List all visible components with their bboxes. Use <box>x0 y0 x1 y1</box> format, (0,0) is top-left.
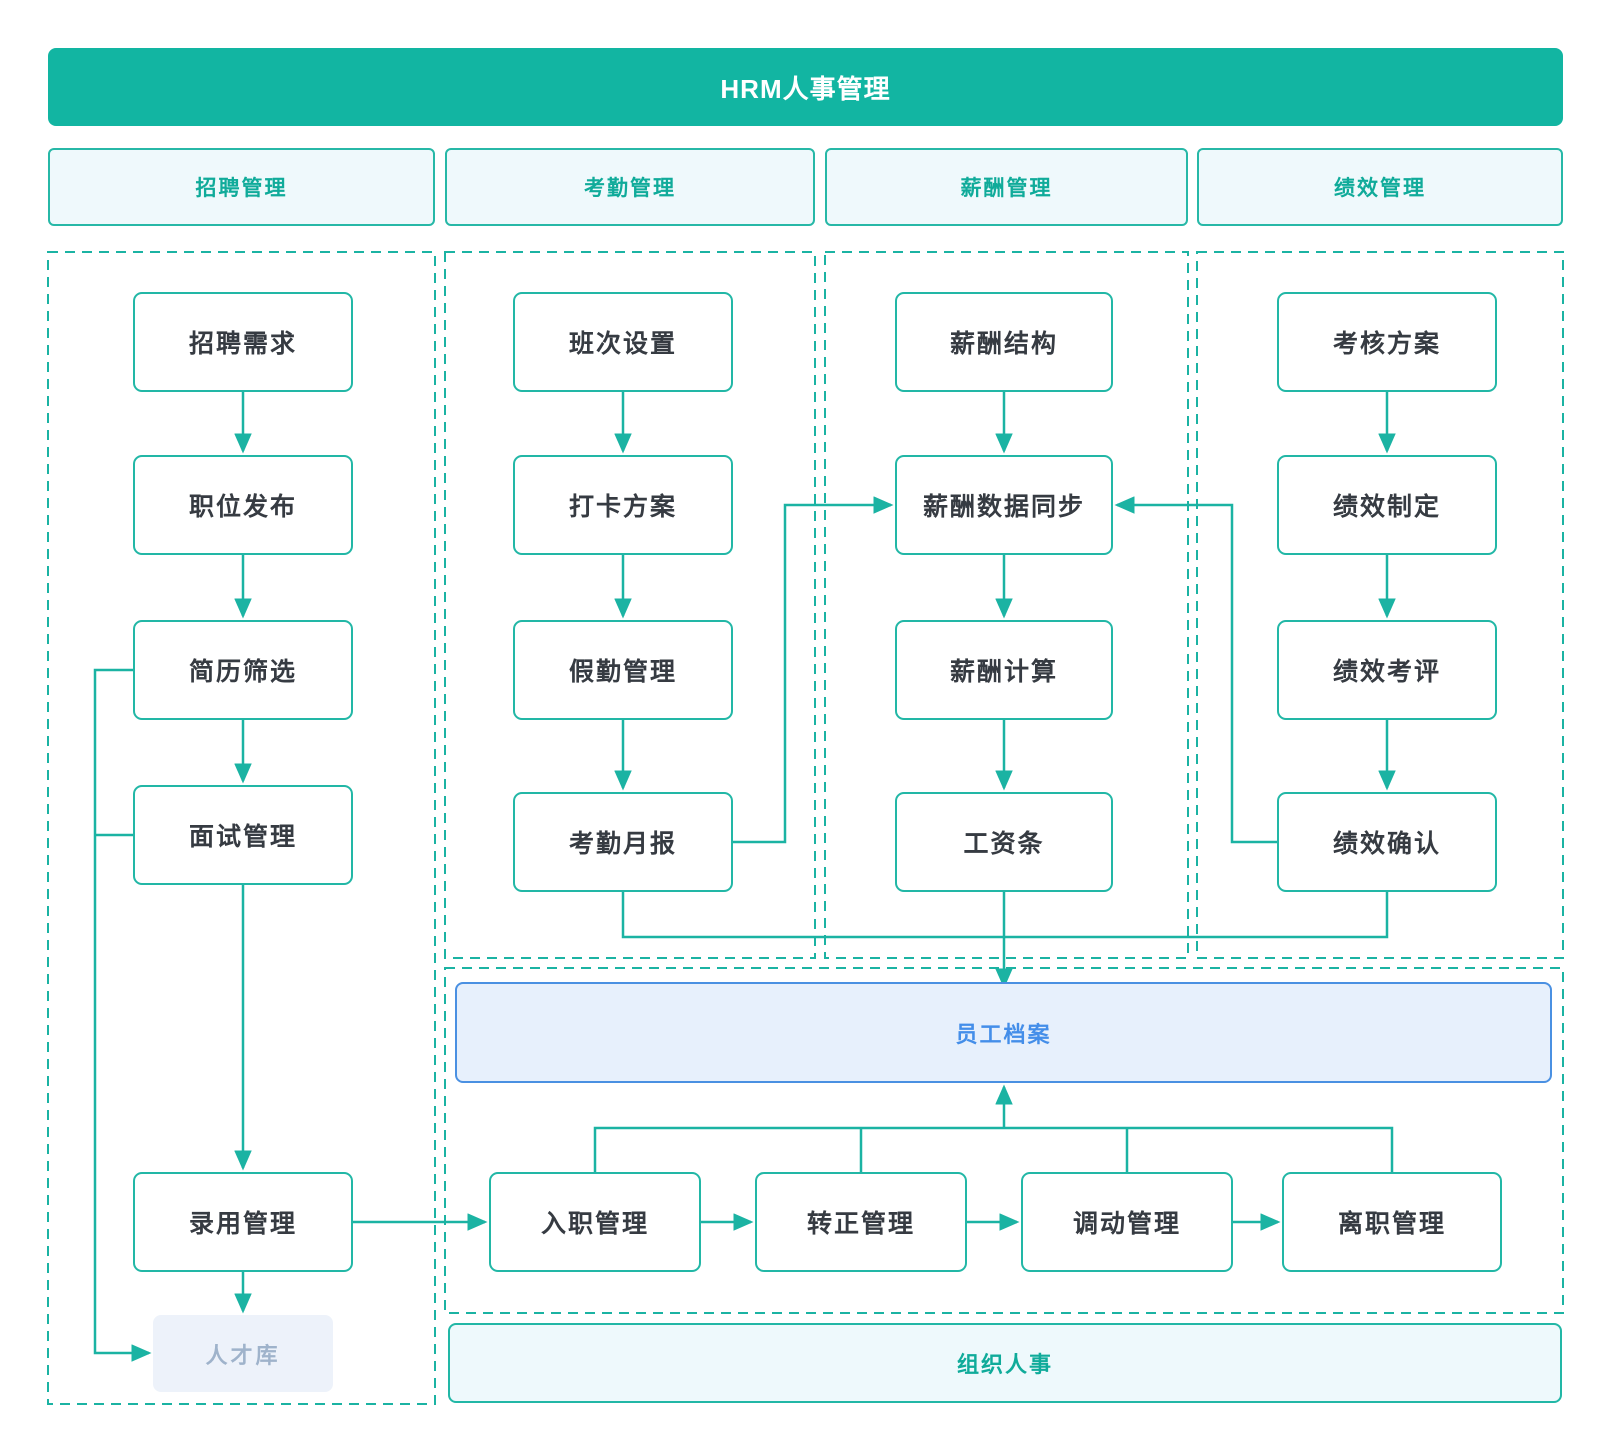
node-attendance-report: 考勤月报 <box>513 792 733 892</box>
node-perf-confirm: 绩效确认 <box>1277 792 1497 892</box>
node-offboard: 离职管理 <box>1282 1172 1502 1272</box>
node-perf-review: 绩效考评 <box>1277 620 1497 720</box>
edge-monthly-report-to-salary-sync <box>733 496 894 844</box>
node-shift-setup: 班次设置 <box>513 292 733 392</box>
edge-lifecycle-hub <box>593 1126 1394 1172</box>
node-transfer: 调动管理 <box>1021 1172 1233 1272</box>
page-title: HRM人事管理 <box>48 48 1563 126</box>
edge-resume-screen-to-talent-pool <box>93 668 152 1362</box>
section-header-salary: 薪酬管理 <box>825 148 1188 226</box>
node-review-plan: 考核方案 <box>1277 292 1497 392</box>
node-onboard: 入职管理 <box>489 1172 701 1272</box>
node-interview: 面试管理 <box>133 785 353 885</box>
node-job-post: 职位发布 <box>133 455 353 555</box>
node-recruit-demand: 招聘需求 <box>133 292 353 392</box>
node-hire: 录用管理 <box>133 1172 353 1272</box>
section-header-recruit: 招聘管理 <box>48 148 435 226</box>
node-salary-sync: 薪酬数据同步 <box>895 455 1113 555</box>
node-salary-calc: 薪酬计算 <box>895 620 1113 720</box>
container-recruit <box>47 251 436 1405</box>
node-regularize: 转正管理 <box>755 1172 967 1272</box>
node-clock-plan: 打卡方案 <box>513 455 733 555</box>
container-attendance <box>444 251 816 959</box>
node-salary-structure: 薪酬结构 <box>895 292 1113 392</box>
edge-perf-confirm-to-salary-sync <box>1114 496 1277 844</box>
section-header-attendance: 考勤管理 <box>445 148 815 226</box>
node-resume-screen: 简历筛选 <box>133 620 353 720</box>
container-salary <box>824 251 1189 959</box>
node-leave-mgmt: 假勤管理 <box>513 620 733 720</box>
node-payslip: 工资条 <box>895 792 1113 892</box>
org-hr-bar: 组织人事 <box>448 1323 1562 1403</box>
section-header-performance: 绩效管理 <box>1197 148 1563 226</box>
employee-file-bar: 员工档案 <box>455 982 1552 1083</box>
node-talent-pool: 人才库 <box>153 1315 333 1392</box>
container-performance <box>1196 251 1564 959</box>
node-perf-define: 绩效制定 <box>1277 455 1497 555</box>
edge-monthly-report-perf-confirm-link <box>621 892 1389 939</box>
